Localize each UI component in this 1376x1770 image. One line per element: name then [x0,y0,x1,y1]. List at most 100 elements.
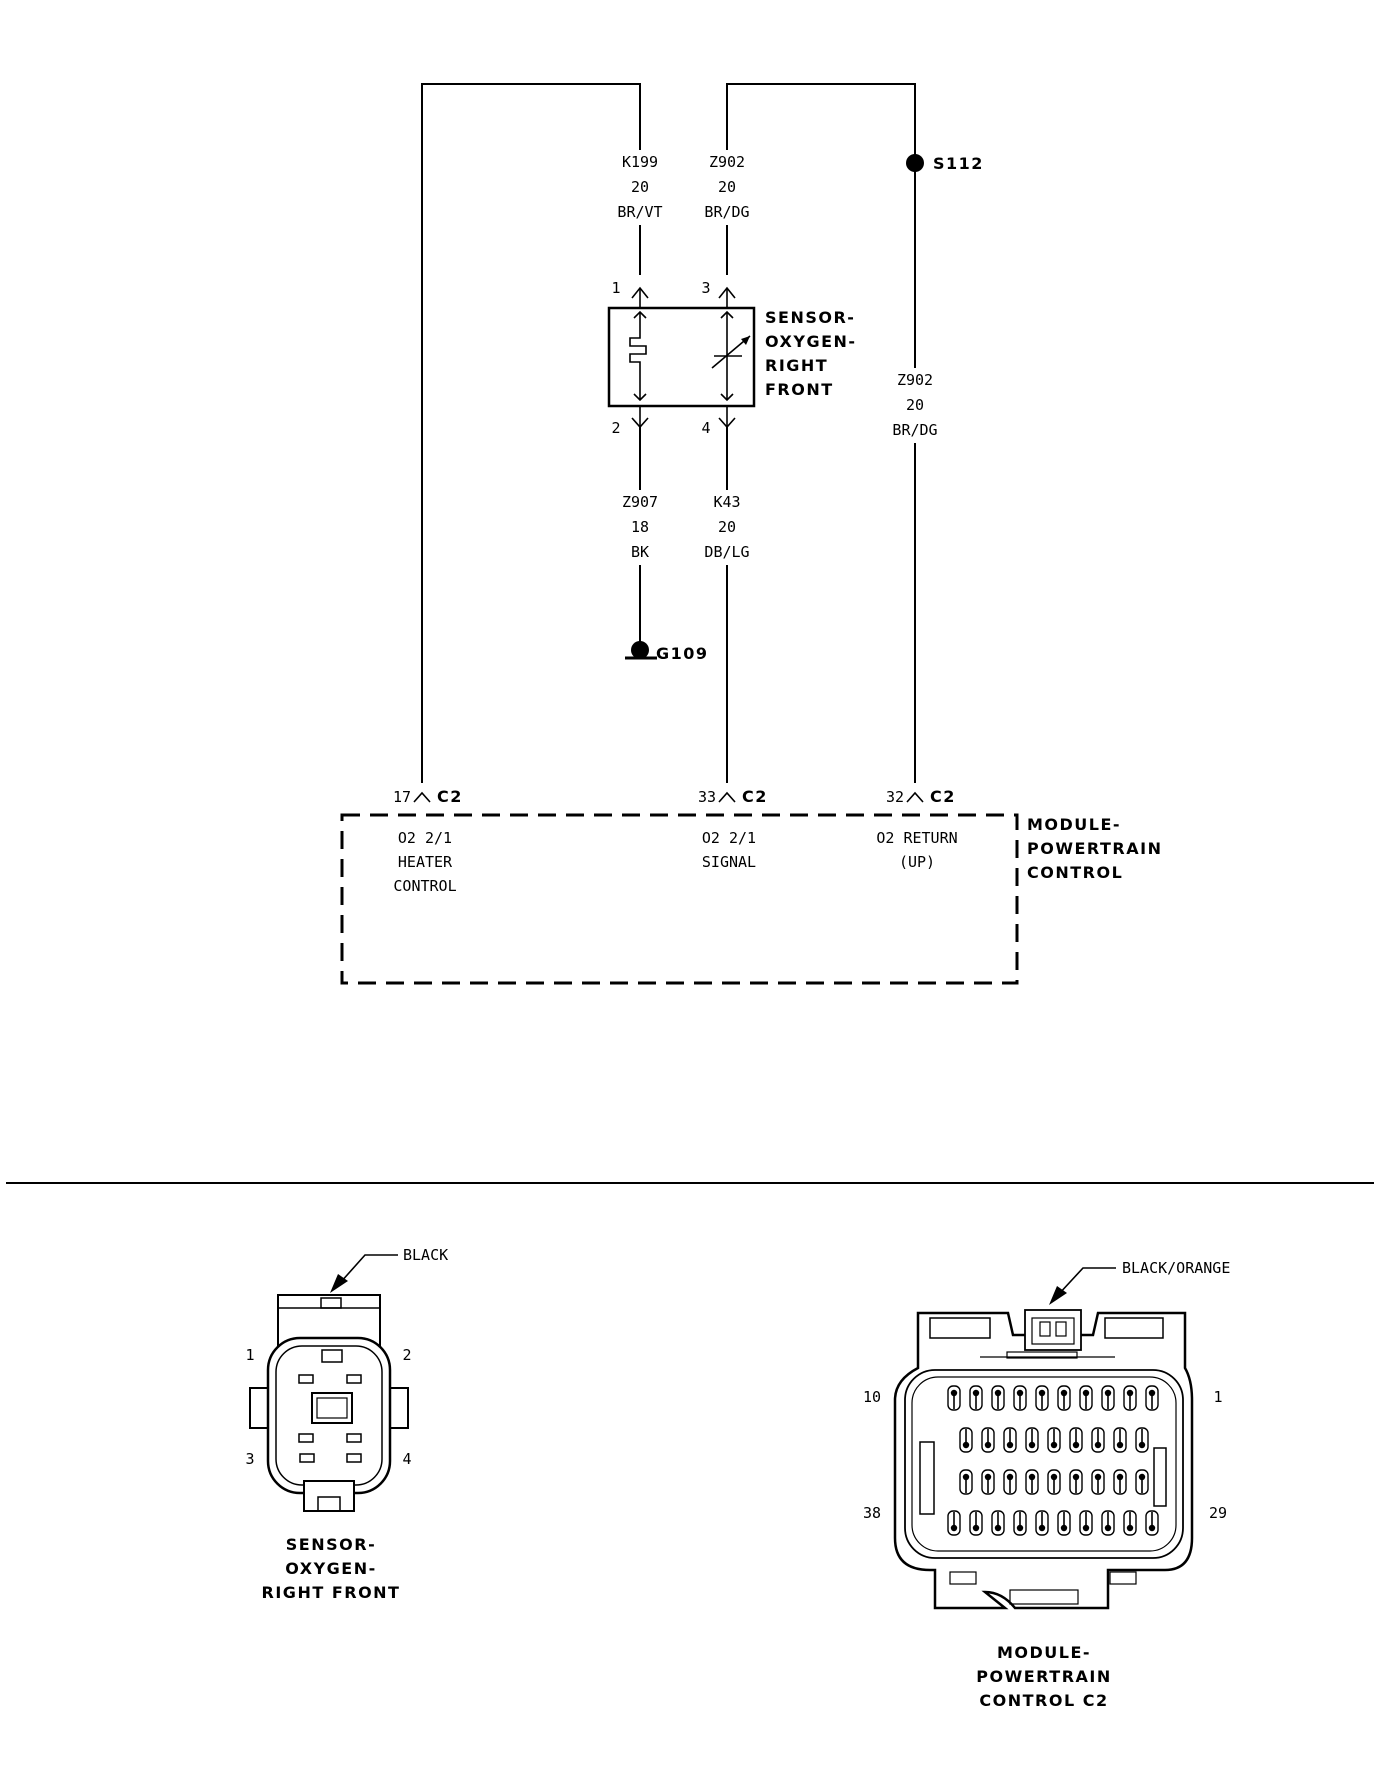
sensor-pin-4: 4 [701,419,710,437]
wire-label-k43: K43 20 DB/LG [704,493,749,561]
sensor-name-line: FRONT [765,380,834,399]
terminal-cavity-icon [1003,1469,1017,1495]
wire-label-z907: Z907 18 BK [622,493,658,561]
pcm-connector-drawing [893,1309,1194,1610]
splice-dot-icon [906,154,924,172]
pcm-name-line: MODULE- [1027,815,1121,834]
sensor-name-line: RIGHT [765,356,828,375]
gauge-label: 20 [906,396,924,414]
splice-label: S112 [933,154,984,173]
gauge-label: 20 [718,518,736,536]
terminal-cavity-icon [1047,1469,1061,1495]
terminal-cavity-icon [969,1385,983,1411]
cavity-10-label: 10 [863,1388,881,1406]
ground-label: G109 [656,644,709,663]
terminal-cavity-icon [1069,1469,1083,1495]
pin-description: O2 2/1 [702,829,756,847]
pin-description: CONTROL [393,877,456,895]
color-label: BR/DG [704,203,749,221]
connector-name-line: SENSOR- [286,1535,376,1554]
terminal-cavity-icon [1091,1427,1105,1453]
terminal-cavity-icon [1113,1427,1127,1453]
color-label: BR/DG [892,421,937,439]
terminal-cavity-icon [1123,1385,1137,1411]
wire-label-k199: K199 20 BR/VT [617,153,662,221]
terminal-cavity-icon [1135,1427,1149,1453]
callout-leader [339,1254,398,1284]
terminal-cavity-icon [1047,1427,1061,1453]
color-label: BK [631,543,649,561]
pin-4-terminal-icon [718,417,736,429]
terminal-cavity-icon [1057,1385,1071,1411]
pin-description: O2 RETURN [876,829,957,847]
pin-2-terminal-icon [631,417,649,429]
pcm-pin-17-terminal-icon [413,791,431,803]
terminal-cavity-icon [959,1427,973,1453]
sensor-pin-2: 2 [611,419,620,437]
callout-leader [1057,1267,1116,1296]
terminal-cavity-icon [1079,1510,1093,1536]
terminal-cavity-icon [1003,1427,1017,1453]
pcm-connector-view: BLACK/ORANGE 10 1 38 29 MODULE- PO [863,1259,1230,1710]
connector-name-line: CONTROL C2 [979,1691,1108,1710]
pcm-pin-32-label: 32 [886,788,904,806]
sensor-connector-view: BLACK 1 2 3 4 SENSOR- OXYGE [245,1246,448,1602]
terminal-cavity-icon [991,1510,1005,1536]
terminal-cavity-icon [1135,1469,1149,1495]
terminal-cavity-icon [1123,1510,1137,1536]
terminal-cavity-icon [1101,1385,1115,1411]
connector-c2-label: C2 [742,787,768,806]
color-label: BR/VT [617,203,662,221]
callout-arrow-icon [330,1274,348,1293]
connector-name-line: POWERTRAIN [976,1667,1111,1686]
pcm-terminal-cavities [947,1385,1159,1536]
terminal-cavity-icon [1079,1385,1093,1411]
ground-g109: G109 [625,641,709,663]
pcm-name-line: CONTROL [1027,863,1123,882]
cavity-1-label: 1 [245,1346,254,1364]
connector-name-line: RIGHT FRONT [262,1583,401,1602]
oxygen-sensor-component: 1 3 2 4 SENSOR- OXYGEN- RIGHT FRONT [607,279,855,437]
splice-s112: S112 [906,154,984,173]
terminal-cavity-icon [1013,1510,1027,1536]
color-label: DB/LG [704,543,749,561]
circuit-label: K199 [622,153,658,171]
callout-arrow-icon [1049,1286,1067,1305]
gauge-label: 18 [631,518,649,536]
ground-icon [631,641,649,659]
pin-description: HEATER [398,853,453,871]
circuit-label: Z907 [622,493,658,511]
terminal-cavity-icon [981,1469,995,1495]
sensor-name-line: SENSOR- [765,308,855,327]
connector-name-line: MODULE- [997,1643,1091,1662]
cavity-3-label: 3 [245,1450,254,1468]
terminal-cavity-icon [1113,1469,1127,1495]
pcm-name-line: POWERTRAIN [1027,839,1162,858]
pin-description: (UP) [899,853,935,871]
terminal-cavity-icon [1025,1427,1039,1453]
sensor-pin-1: 1 [611,279,620,297]
terminal-cavity-icon [1025,1469,1039,1495]
variable-resistor-icon [711,310,751,402]
wire-label-z902-top: Z902 20 BR/DG [704,153,749,221]
sensor-box [607,306,756,408]
circuit-label: Z902 [709,153,745,171]
cavity-29-label: 29 [1209,1504,1227,1522]
terminal-cavity-icon [959,1469,973,1495]
terminal-cavity-icon [1035,1385,1049,1411]
pin-description: O2 2/1 [398,829,452,847]
terminal-cavity-icon [981,1427,995,1453]
pcm-pin-33-terminal-icon [718,791,736,803]
gauge-label: 20 [631,178,649,196]
circuit-label: Z902 [897,371,933,389]
heater-element-icon [629,310,647,402]
cavity-38-label: 38 [863,1504,881,1522]
wire-label-z902-right: Z902 20 BR/DG [892,371,937,439]
terminal-cavity-icon [1057,1510,1071,1536]
connector-color-label: BLACK/ORANGE [1122,1259,1230,1277]
terminal-cavity-icon [991,1385,1005,1411]
pcm-pin-32-terminal-icon [906,791,924,803]
terminal-cavity-icon [1145,1385,1159,1411]
pcm-dashed-box [340,813,1019,985]
